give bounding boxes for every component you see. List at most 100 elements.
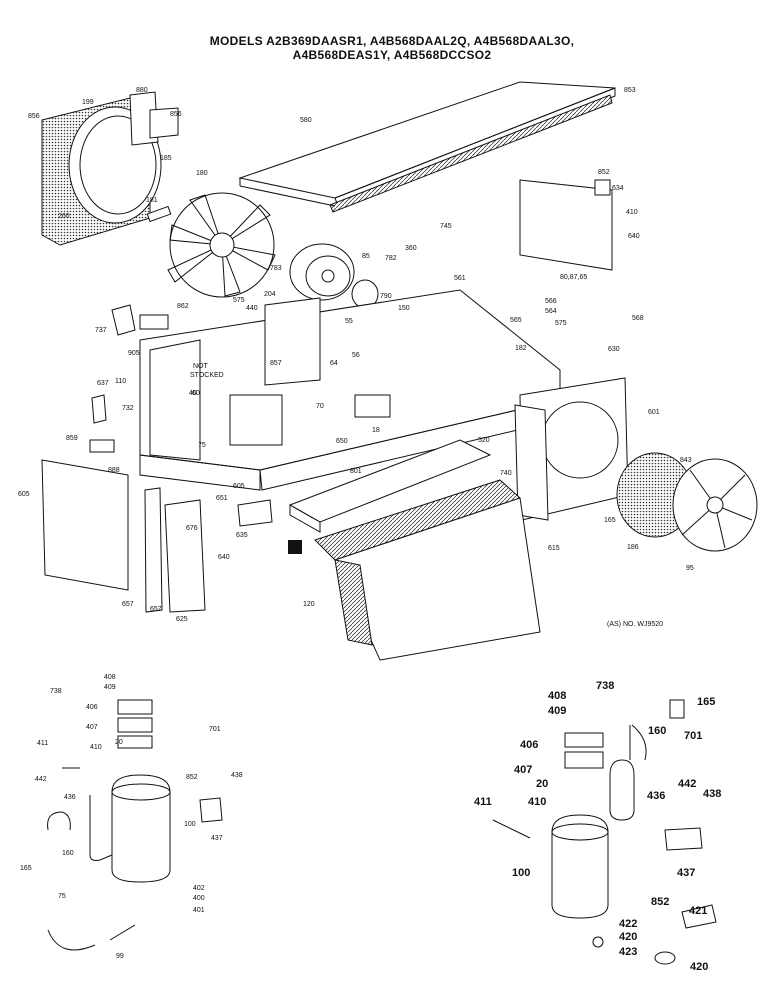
part-callout-p182: 182 [515, 345, 527, 352]
part-callout-p650: 650 [336, 438, 348, 445]
part-callout-p637: 637 [97, 380, 109, 387]
part-callout-l409: 409 [104, 684, 116, 691]
part-callout-p905: 905 [128, 350, 140, 357]
part-callout-p440: 440 [246, 305, 258, 312]
part-callout-p180: 180 [196, 170, 208, 177]
part-callout-p360: 360 [405, 245, 417, 252]
part-callout-l411: 411 [37, 740, 48, 747]
part-callout-p60: 60 [192, 390, 200, 397]
part-callout-p651: 651 [216, 495, 228, 502]
part-callout-r100: 100 [512, 867, 530, 879]
part-callout-p85: 85 [362, 253, 370, 260]
part-callout-p561: 561 [454, 275, 466, 282]
part-callout-l738: 738 [50, 688, 62, 695]
part-callout-r738: 738 [596, 680, 614, 692]
right-rear-panel [519, 179, 613, 271]
part-callout-p640: 640 [628, 233, 640, 240]
part-callout-p204: 204 [264, 291, 276, 298]
part-callout-p640b: 640 [218, 554, 230, 561]
part-callout-p186: 186 [627, 544, 639, 551]
base-pan-frame [139, 289, 561, 491]
part-callout-p740: 740 [500, 470, 512, 477]
diagram-title-line-2: A4B568DEAS1Y, A4B568DCCSO2 [292, 48, 492, 62]
part-callout-p732: 732 [122, 405, 134, 412]
part-callout-r160: 160 [648, 725, 666, 737]
part-callout-p18: 18 [372, 427, 380, 434]
part-callout-p55: 55 [345, 318, 353, 325]
part-callout-p635: 635 [236, 532, 248, 539]
upper-part-labels: 8561998808565808531852601801818526344106… [18, 87, 694, 623]
part-callout-p852: 852 [598, 169, 610, 176]
part-callout-r852: 852 [651, 896, 669, 908]
part-callout-p64: 64 [330, 360, 338, 367]
part-callout-l407: 407 [86, 724, 98, 731]
part-callout-p601: 601 [648, 409, 660, 416]
part-callout-p75: 75 [198, 442, 206, 449]
part-callout-l408: 408 [104, 674, 116, 681]
part-callout-p110: 110 [115, 378, 126, 385]
part-callout-p565: 565 [510, 317, 522, 324]
condenser-shroud [41, 91, 179, 246]
footnote-label: (AS) NO. WJ9520 [607, 621, 663, 628]
part-callout-l701: 701 [209, 726, 221, 733]
part-callout-p520: 520 [478, 437, 490, 444]
part-callout-p737: 737 [95, 327, 107, 334]
part-callout-r421: 421 [689, 905, 707, 917]
part-callout-l436: 436 [64, 794, 76, 801]
evaporator-coil [314, 479, 541, 661]
part-callout-l400: 400 [193, 895, 205, 902]
not-stocked-label-1: NOT [193, 363, 209, 370]
left-side-panel [41, 459, 129, 591]
part-callout-p745: 745 [440, 223, 452, 230]
part-callout-p566: 566 [545, 298, 557, 305]
part-callout-l438: 438 [231, 772, 243, 779]
top-cover [238, 81, 616, 213]
part-callout-p630: 630 [608, 346, 620, 353]
part-callout-p605b: 605 [233, 483, 245, 490]
part-callout-r436: 436 [647, 790, 665, 802]
part-callout-l20: 20 [115, 739, 123, 746]
part-callout-p856b: 856 [170, 111, 182, 118]
part-callout-p165: 165 [604, 517, 616, 524]
part-callout-p676: 676 [186, 525, 198, 532]
part-callout-p880: 880 [136, 87, 148, 94]
part-callout-p185: 185 [160, 155, 172, 162]
compressor-left-assembly [47, 699, 223, 951]
evaporator-fan [616, 452, 758, 552]
part-callout-p605: 605 [18, 491, 30, 498]
part-callout-r438: 438 [703, 788, 721, 800]
part-callout-p120: 120 [303, 601, 315, 608]
part-callout-p80: 80,87,65 [560, 274, 587, 281]
diagram-title-line-1: MODELS A2B369DAASR1, A4B568DAAL2Q, A4B56… [209, 34, 575, 48]
part-callout-l165: 165 [20, 865, 32, 872]
fan-motor [289, 243, 379, 309]
part-callout-p782: 782 [385, 255, 397, 262]
condenser-fan-blade [146, 192, 276, 298]
part-callout-l402: 402 [193, 885, 205, 892]
part-callout-p575: 575 [233, 297, 245, 304]
control-brackets [89, 304, 391, 613]
part-callout-l401: 401 [193, 907, 205, 914]
part-callout-r422: 422 [619, 918, 637, 930]
part-callout-l410: 410 [90, 744, 102, 751]
part-callout-r410: 410 [528, 796, 546, 808]
part-callout-p783: 783 [270, 265, 282, 272]
part-callout-p862: 862 [177, 303, 189, 310]
part-callout-r411: 411 [474, 796, 492, 808]
part-callout-r437: 437 [677, 867, 695, 879]
part-callout-p56: 56 [352, 352, 360, 359]
part-callout-p568: 568 [632, 315, 644, 322]
part-callout-p95: 95 [686, 565, 694, 572]
part-callout-r408: 408 [548, 690, 566, 702]
part-callout-l160: 160 [62, 850, 74, 857]
part-callout-p888: 888 [108, 467, 120, 474]
part-callout-p853: 853 [624, 87, 636, 94]
part-callout-p859: 859 [66, 435, 78, 442]
part-callout-p634: 634 [612, 185, 624, 192]
part-callout-l442: 442 [35, 776, 47, 783]
part-callout-p657b: 657 [150, 606, 162, 613]
compressor-right-assembly [492, 699, 717, 965]
part-callout-p625: 625 [176, 616, 188, 623]
